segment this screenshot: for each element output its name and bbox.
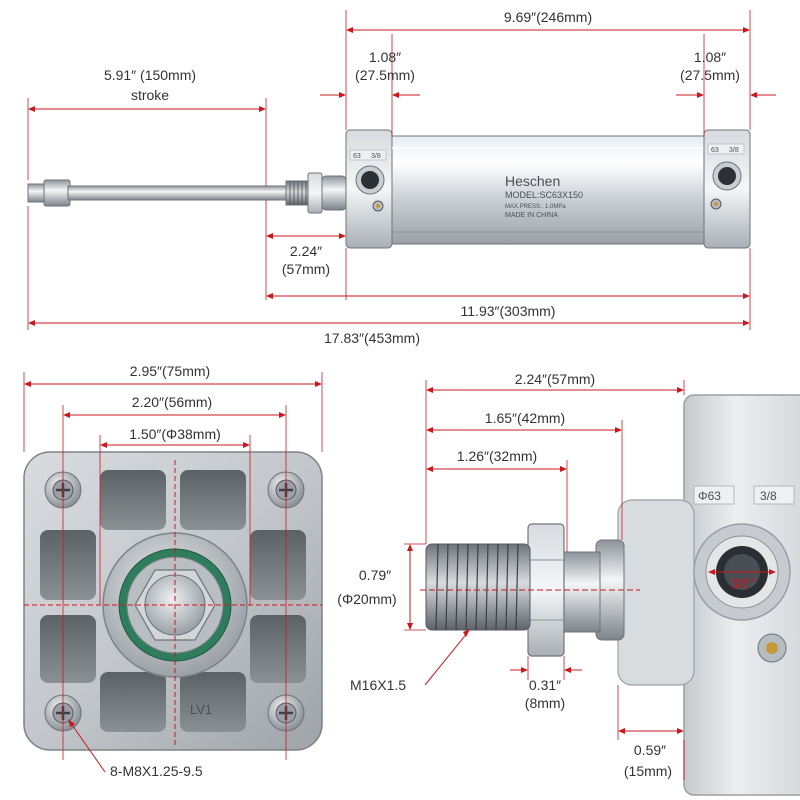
rod-diameter-label: 0.79″ bbox=[359, 567, 391, 583]
front-cap-length-label: 1.08″ bbox=[369, 49, 401, 65]
boss-diameter-label: 1.50″(Φ38mm) bbox=[129, 426, 221, 442]
detail-cap-face bbox=[617, 499, 695, 686]
rear-bore-mark: 63 bbox=[711, 147, 719, 154]
screw-spec-label: 8-M8X1.25-9.5 bbox=[110, 763, 203, 779]
cylinder-barrel bbox=[391, 135, 705, 245]
rod-bushing bbox=[321, 175, 347, 211]
end-cap-pocket bbox=[100, 470, 166, 530]
rod-detail-dimensions: 2.24″(57mm) 1.65″(42mm) 1.26″(32mm) 0.79… bbox=[337, 371, 776, 780]
rod-extension-label: 2.24″ bbox=[290, 243, 322, 259]
nut-width-label: 0.31″ bbox=[529, 677, 561, 693]
rod-end-tip bbox=[27, 183, 47, 203]
rod-extension-mm: (57mm) bbox=[282, 261, 330, 277]
rod-nut bbox=[307, 172, 323, 214]
end-cap-pocket bbox=[250, 530, 306, 600]
end-cap-pocket bbox=[100, 672, 166, 732]
end-cap-pocket bbox=[40, 615, 96, 683]
stroke-length-label: 5.91″ (150mm) bbox=[104, 67, 196, 83]
brand-name: Heschen bbox=[505, 173, 560, 189]
cylinder-end-view: LV1 bbox=[23, 451, 323, 751]
cylinder-side-view: 63 3/8 Heschen MODEL:SC63X150 MAX.PRESS.… bbox=[27, 129, 751, 249]
cast-mark: LV1 bbox=[190, 702, 212, 717]
detail-bore-label bbox=[693, 485, 735, 505]
front-port-mark: 3/8 bbox=[371, 153, 381, 160]
model-number: MODEL:SC63X150 bbox=[505, 190, 583, 200]
side-view-dimensions: 9.69″(246mm) 1.08″ (27.5mm) 1.08″ (27.5m… bbox=[27, 9, 776, 346]
nut-width-mm: (8mm) bbox=[525, 695, 565, 711]
port-size-label: 3/8″ bbox=[731, 576, 754, 591]
rod-42-label: 1.65″(42mm) bbox=[485, 410, 565, 426]
cap-step-mm: (15mm) bbox=[624, 763, 672, 779]
piston-rod bbox=[67, 185, 294, 201]
front-cap-length-mm: (27.5mm) bbox=[355, 67, 415, 83]
rear-cap-length-label: 1.08″ bbox=[694, 49, 726, 65]
rear-port-label bbox=[707, 143, 745, 155]
rod-detail-view: Φ63 3/8 bbox=[425, 394, 800, 796]
rear-port-mark: 3/8 bbox=[729, 147, 739, 154]
max-pressure: MAX.PRESS.: 1.0MPa bbox=[505, 204, 566, 210]
thread-length-label: 1.26″(32mm) bbox=[457, 448, 537, 464]
end-cap-pocket bbox=[40, 530, 96, 600]
stroke-caption: stroke bbox=[131, 87, 169, 103]
rod-end-collar bbox=[43, 179, 71, 207]
body-length-label: 9.69″(246mm) bbox=[504, 9, 592, 25]
overall-total-label: 17.83″(453mm) bbox=[324, 330, 420, 346]
front-bore-mark: 63 bbox=[353, 153, 361, 160]
cap-step-label: 0.59″ bbox=[634, 742, 666, 758]
overall-body-label: 11.93″(303mm) bbox=[461, 303, 556, 319]
thread-spec-label: M16X1.5 bbox=[350, 677, 406, 693]
end-view-dimensions: 2.95″(75mm) 2.20″(56mm) 1.50″(Φ38mm) 8-M… bbox=[23, 363, 323, 779]
rear-cap-length-mm: (27.5mm) bbox=[680, 67, 740, 83]
rod-diameter-mm: (Φ20mm) bbox=[337, 591, 396, 607]
end-cap-pocket bbox=[250, 615, 306, 683]
end-cap-pocket bbox=[180, 470, 246, 530]
bolt-spacing-label: 2.20″(56mm) bbox=[132, 394, 212, 410]
plate-width-label: 2.95″(75mm) bbox=[130, 363, 210, 379]
detail-port-label bbox=[753, 485, 795, 505]
rod-total-label: 2.24″(57mm) bbox=[515, 371, 595, 387]
detail-piston-rod bbox=[559, 551, 601, 633]
end-cap-pocket bbox=[180, 672, 246, 732]
front-port-label bbox=[349, 149, 387, 161]
made-in: MADE IN CHINA bbox=[505, 212, 558, 219]
detail-port-mark: 3/8 bbox=[760, 489, 777, 503]
detail-bore-mark: Φ63 bbox=[698, 489, 721, 503]
